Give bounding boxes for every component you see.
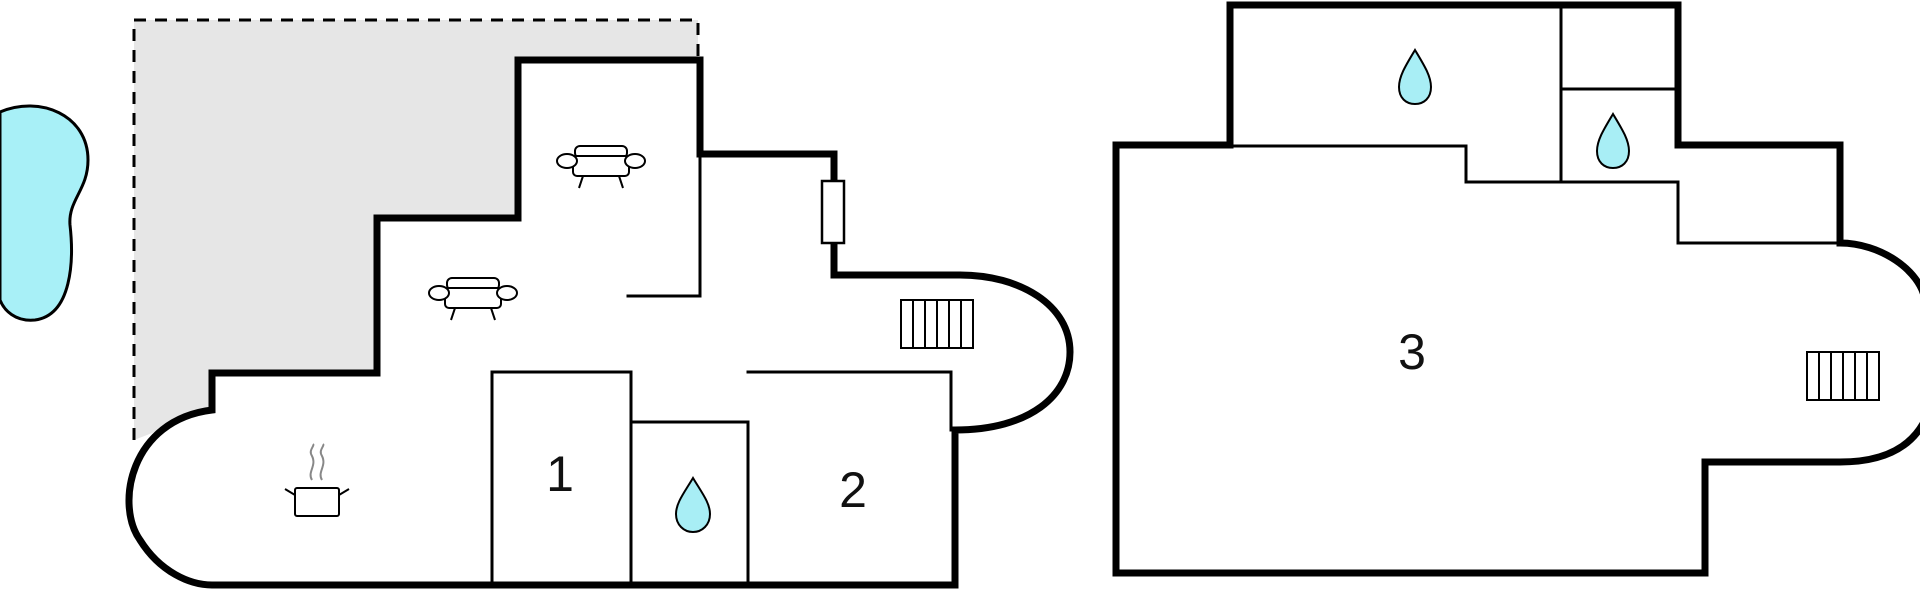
terrace xyxy=(134,20,698,440)
room-label-2: 2 xyxy=(839,462,867,518)
stairs-icon xyxy=(1806,351,1880,401)
sofa-icon xyxy=(556,145,646,189)
window-icon xyxy=(820,179,846,245)
room-label-3: 3 xyxy=(1398,324,1426,380)
water-drop-icon xyxy=(674,476,712,534)
room-1-walls xyxy=(490,370,633,587)
interior-partition xyxy=(626,152,702,298)
room-label-1: 1 xyxy=(546,446,574,502)
water-drop-icon xyxy=(1397,48,1433,106)
terrace-dashed-border xyxy=(132,18,700,440)
stairs-icon xyxy=(900,299,974,349)
right-building-walls xyxy=(1112,1,1920,577)
bath-right-lower-wall xyxy=(1230,144,1680,184)
cooking-pot-icon xyxy=(284,443,350,517)
bathroom-left-walls xyxy=(629,420,750,587)
room-2-walls xyxy=(746,370,953,432)
small-room-wall xyxy=(1676,180,1842,245)
sofa-icon xyxy=(428,277,518,321)
pool-icon xyxy=(0,104,90,322)
water-drop-icon xyxy=(1595,112,1631,170)
